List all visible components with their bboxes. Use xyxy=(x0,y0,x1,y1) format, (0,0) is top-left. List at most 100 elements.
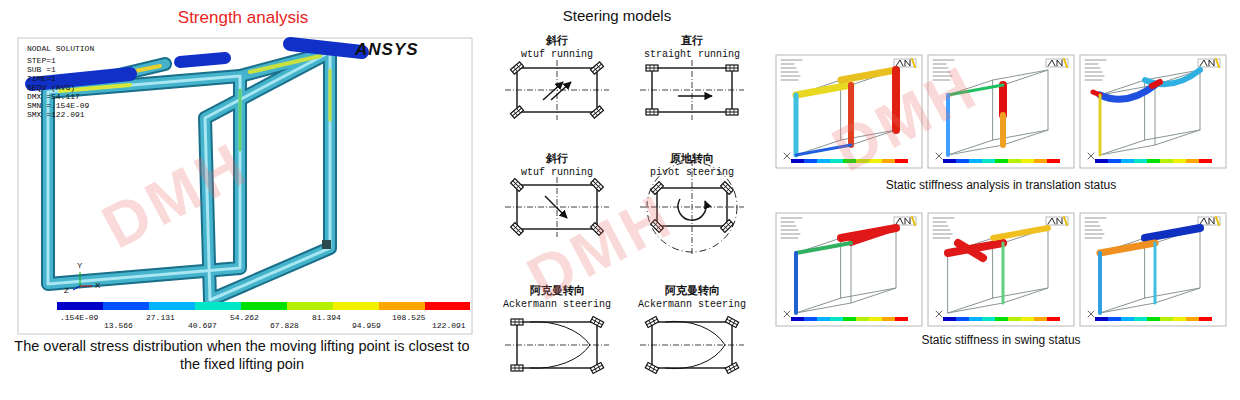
scale-value: 54.262 xyxy=(230,313,259,322)
drawing-part xyxy=(511,179,524,192)
drawing-part xyxy=(665,321,725,345)
scale-value: 122.091 xyxy=(432,321,466,330)
drawing-part xyxy=(794,253,798,313)
drawing-part xyxy=(1088,228,1200,317)
drawing-part xyxy=(48,52,330,300)
drawing-part xyxy=(557,60,558,120)
drawing-part xyxy=(1080,55,1226,168)
drawing-part xyxy=(928,213,1074,326)
english-name: pivot steering xyxy=(650,166,734,179)
chinese-name: 直行 xyxy=(644,34,740,48)
scale-value: 108.525 xyxy=(392,313,426,322)
drawing-part xyxy=(195,302,241,310)
scale-value: 13.566 xyxy=(104,321,133,330)
drawing-part xyxy=(1100,85,1155,99)
watermark: DMH xyxy=(91,128,260,263)
drawing-part xyxy=(590,106,603,118)
english-name: Ackermann steering xyxy=(638,298,746,311)
steering-diagrams xyxy=(505,60,744,373)
drawing-part xyxy=(958,243,983,258)
scale-value: .154E-09 xyxy=(60,313,98,322)
steering-label: 阿克曼转向Ackermann steering xyxy=(638,284,746,311)
drawing-part xyxy=(1088,70,1200,159)
drawing-part xyxy=(149,302,195,310)
drawing-part xyxy=(721,220,734,233)
drawing-part xyxy=(993,228,1048,238)
drawing-part xyxy=(726,65,738,71)
drawing-part xyxy=(928,213,1074,326)
scale-value: 94.959 xyxy=(352,321,381,330)
drawing-part xyxy=(1154,243,1157,303)
solver-info: SEQV (AVG) xyxy=(27,83,75,92)
chinese-name: 斜行 xyxy=(521,34,593,48)
drawing-part xyxy=(425,302,470,310)
steering-label: 原地转向pivot steering xyxy=(650,152,734,179)
chinese-name: 原地转向 xyxy=(650,152,734,166)
software-logo: ANSYS xyxy=(355,40,419,60)
drawing-part xyxy=(841,70,896,80)
drawing-part xyxy=(646,109,658,115)
figure-caption: Static stiffness in swing status xyxy=(921,333,1080,347)
drawing-part xyxy=(530,345,590,368)
drawing-part xyxy=(590,62,603,74)
drawing-part xyxy=(1152,82,1160,86)
drawing-part xyxy=(511,223,524,236)
drawing-part xyxy=(18,38,472,334)
drawing-part xyxy=(678,95,712,96)
stiffness-panels xyxy=(776,55,1226,326)
drawing-part xyxy=(510,62,523,74)
drawing-part xyxy=(239,90,242,150)
scale-value: 81.394 xyxy=(312,313,341,322)
drawing-part xyxy=(726,109,738,115)
drawing-part xyxy=(1099,95,1102,155)
section-title: Strength analysis xyxy=(178,8,308,28)
solver-info: SMX =122.091 xyxy=(27,110,85,119)
drawing-part xyxy=(794,95,799,155)
drawing-part xyxy=(725,317,738,328)
scale-value: 27.131 xyxy=(146,313,175,322)
drawing-part xyxy=(48,52,330,300)
drawing-part xyxy=(511,365,523,371)
english-name: wtuf running xyxy=(521,48,593,61)
figure-caption: The overall stress distribution when the… xyxy=(6,337,478,373)
drawing-part xyxy=(510,106,523,118)
steering-label: 直行straight running xyxy=(644,34,740,61)
drawing-part xyxy=(776,213,922,326)
solver-info: SMN =.154E-09 xyxy=(27,101,89,110)
drawing-part xyxy=(32,44,362,300)
drawing-part xyxy=(290,44,362,52)
drawing-part xyxy=(640,345,744,346)
drawing-part xyxy=(505,345,609,346)
solver-info: SUB =1 xyxy=(27,65,56,74)
drawing-part xyxy=(80,272,81,286)
drawing-part xyxy=(333,302,379,310)
drawing-part xyxy=(551,82,571,100)
english-name: wtuf running xyxy=(521,166,593,179)
drawing-part xyxy=(645,363,658,374)
drawing-part xyxy=(665,345,725,369)
drawing-part xyxy=(590,317,603,328)
drawing-part xyxy=(322,240,331,249)
drawing-part xyxy=(791,317,908,321)
drawing-part xyxy=(103,302,149,310)
drawing-part xyxy=(1145,228,1200,238)
drawing-part xyxy=(57,302,103,310)
drawing-part xyxy=(851,228,896,243)
steering-label: 斜行wtuf running xyxy=(521,34,593,61)
scale-value: 67.828 xyxy=(270,321,299,330)
watermark: DMH xyxy=(821,51,990,186)
steering-label: 斜行wtuf running xyxy=(521,152,593,179)
drawing-part xyxy=(511,319,523,325)
solver-info: DMX =54.117 xyxy=(27,92,80,101)
fea-screenshot xyxy=(18,38,472,334)
drawing-part xyxy=(721,182,734,195)
drawing-part xyxy=(943,159,1060,163)
drawing-part xyxy=(1002,243,1005,303)
drawing-part xyxy=(48,52,330,300)
drawing-part xyxy=(545,196,567,218)
drawing-part xyxy=(692,60,693,120)
drawing-part xyxy=(796,243,851,253)
drawing-part xyxy=(645,317,658,328)
drawing-part xyxy=(287,302,333,310)
drawing-part xyxy=(241,302,287,310)
